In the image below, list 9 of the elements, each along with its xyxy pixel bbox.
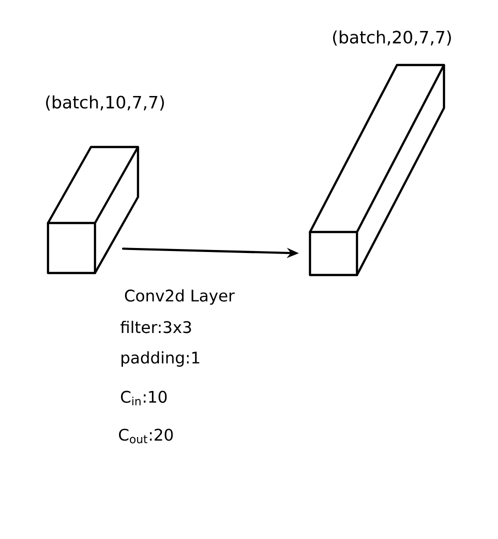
label: C$_{in}$:10 xyxy=(121,390,167,406)
label: Conv2d Layer xyxy=(125,289,235,305)
node-label: (batch,10,7,7) xyxy=(46,95,164,111)
cuboid: (batch,10,7,7) xyxy=(46,95,164,274)
label: padding:1 xyxy=(122,351,200,367)
cuboid: (batch,20,7,7) xyxy=(308,30,451,276)
label: filter:3x3 xyxy=(120,320,191,334)
node-label: (batch,20,7,7) xyxy=(333,30,451,46)
label: C$_{out}$:20 xyxy=(119,428,173,444)
